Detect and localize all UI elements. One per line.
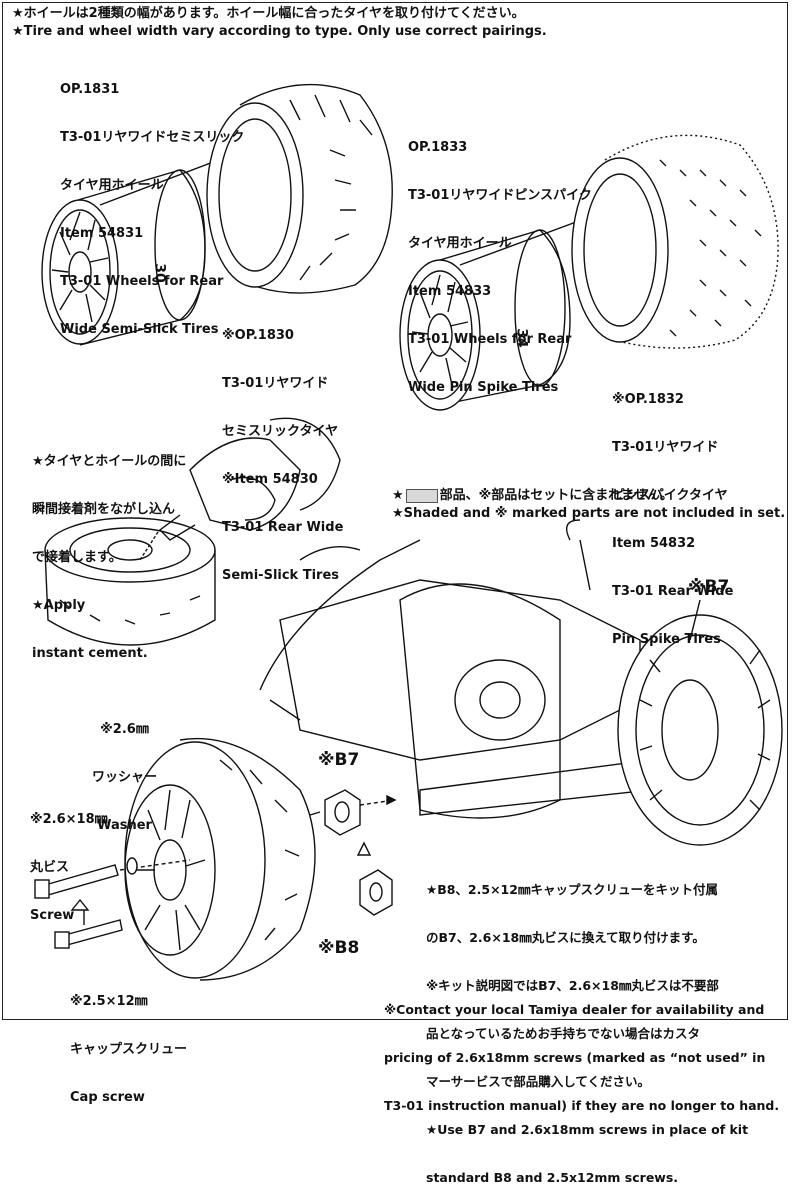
tire-a-item: ※Item 54830: [222, 472, 318, 487]
tire-semi-slick-drawing: [206, 83, 393, 294]
cement-jp2: 瞬間接着剤をながし込ん: [32, 502, 176, 517]
wheel-b-number: 34: [513, 328, 530, 348]
b7-leader-line: [689, 599, 701, 641]
notice-jp-post: 部品、※部品はセットに含まれません。: [439, 488, 673, 503]
cement-tire-drawing: [44, 517, 216, 646]
wheel-a-label: OP.1831 T3-01リヤワイドセミスリック タイヤ用ホイール Item 5…: [60, 50, 244, 354]
notice-jp: ★ 部品、※部品はセットに含まれません。: [392, 488, 673, 504]
wheel-a-en1: T3-01 Wheels for Rear: [60, 274, 224, 289]
wheel-b-item: Item 54833: [408, 284, 492, 299]
shaded-part-swatch: [405, 488, 438, 503]
tire-a-jp1: T3-01リヤワイド: [222, 376, 329, 391]
wheel-a-jp1: T3-01リヤワイドセミスリック: [60, 130, 245, 145]
notice-en: ★Shaded and ※ marked parts are not inclu…: [392, 506, 786, 521]
b7-label-mid: ※B7: [318, 750, 360, 770]
b7-label-top: ※B7: [688, 577, 730, 597]
header-note-en: ★Tire and wheel width vary according to …: [12, 24, 547, 39]
header-note-jp: ★ホイールは2種類の幅があります。ホイール幅に合ったタイヤを取り付けてください。: [12, 6, 525, 21]
tire-b-label: ※OP.1832 T3-01リヤワイド ピンスパイクタイヤ Item 54832…: [612, 360, 733, 664]
tire-a-en1: T3-01 Rear Wide: [222, 520, 344, 535]
instr-en3: ※Contact your local Tamiya dealer for av…: [384, 1002, 765, 1017]
assembly-illustration: [34, 83, 783, 981]
cement-en1: ★Apply: [32, 598, 86, 613]
lower-wheel-tire-drawing: [124, 737, 316, 981]
washer-jp1: ※2.6㎜: [100, 722, 149, 737]
tire-b-jp1: T3-01リヤワイド: [612, 440, 719, 455]
wheel-b-en1: T3-01 Wheels for Rear: [408, 332, 572, 347]
washer-jp2: ワッシャー: [92, 770, 158, 785]
wheel-a-en2: Wide Semi-Slick Tires: [60, 322, 219, 337]
tire-b-jp2: ピンスパイクタイヤ: [612, 488, 728, 503]
wheel-a-jp2: タイヤ用ホイール: [60, 178, 164, 193]
cement-note: ★タイヤとホイールの間に 瞬間接着剤をながし込ん で接着します。 ★Apply …: [32, 422, 186, 678]
cement-bottle-hand-drawing: [139, 417, 341, 561]
instr-jp2: のB7、2.6×18㎜丸ビスに換えて取り付けます。: [426, 930, 705, 945]
notice-jp-pre: ★: [392, 488, 404, 503]
instr-en2: standard B8 and 2.5x12mm screws.: [426, 1170, 679, 1185]
cement-jp3: で接着します。: [32, 550, 122, 565]
screws-drawing: [34, 857, 191, 949]
screw-jp1: ※2.6×18㎜: [30, 812, 108, 827]
instructions-en: ※Contact your local Tamiya dealer for av…: [384, 970, 779, 1130]
screw-en: Screw: [30, 908, 75, 923]
wheel-a-op: OP.1831: [60, 82, 120, 97]
tire-a-jp2: セミスリックタイヤ: [222, 424, 339, 439]
tire-b-en2: Pin Spike Tires: [612, 632, 721, 647]
tire-pin-spike-drawing: [571, 134, 779, 349]
page-frame: [2, 2, 788, 1020]
wheel-semi-slick-drawing: [41, 169, 206, 346]
tire-a-en2: Semi-Slick Tires: [222, 568, 340, 583]
cap-en: Cap screw: [70, 1090, 145, 1105]
wheel-b-label: OP.1833 T3-01リヤワイドピンスパイク タイヤ用ホイール Item 5…: [408, 108, 592, 412]
tire-b-item: Item 54832: [612, 536, 696, 551]
screw-jp2: 丸ビス: [30, 860, 70, 875]
cap-jp1: ※2.5×12㎜: [70, 994, 148, 1009]
washer-en: Washer: [97, 818, 152, 833]
screw-label: ※2.6×18㎜ 丸ビス Screw: [30, 780, 108, 940]
b8-label: ※B8: [318, 938, 360, 958]
wheel-a-item: Item 54831: [60, 226, 144, 241]
washer-label: ※2.6㎜ ワッシャー Washer: [92, 690, 157, 850]
wheel-b-op: OP.1833: [408, 140, 468, 155]
cap-screw-label: ※2.5×12㎜ キャップスクリュー Cap screw: [70, 962, 187, 1122]
tire-b-op: ※OP.1832: [612, 392, 684, 407]
cap-jp2: キャップスクリュー: [70, 1042, 188, 1057]
chassis-drawing: [259, 519, 783, 846]
instr-jp1: ★B8、2.5×12㎜キャップスクリューをキット付属: [426, 882, 718, 897]
tire-a-op: ※OP.1830: [222, 328, 294, 343]
instr-en4: pricing of 2.6x18mm screws (marked as “n…: [384, 1050, 766, 1065]
instr-en5: T3-01 instruction manual) if they are no…: [384, 1098, 780, 1113]
tire-a-label: ※OP.1830 T3-01リヤワイド セミスリックタイヤ ※Item 5483…: [222, 296, 343, 600]
hex-adapters-drawing: [309, 789, 397, 916]
cement-jp1: ★タイヤとホイールの間に: [32, 454, 187, 469]
cement-en2: instant cement.: [32, 646, 148, 661]
wheel-pin-spike-drawing: [399, 229, 571, 411]
wheel-b-en2: Wide Pin Spike Tires: [408, 380, 559, 395]
instr-jp3: ※キット説明図ではB7、2.6×18㎜丸ビスは不要部: [426, 978, 719, 993]
wheel-a-number: 30: [151, 263, 168, 283]
wheel-b-jp1: T3-01リヤワイドピンスパイク: [408, 188, 592, 203]
wheel-b-jp2: タイヤ用ホイール: [408, 236, 512, 251]
tire-b-en1: T3-01 Rear Wide: [612, 584, 734, 599]
